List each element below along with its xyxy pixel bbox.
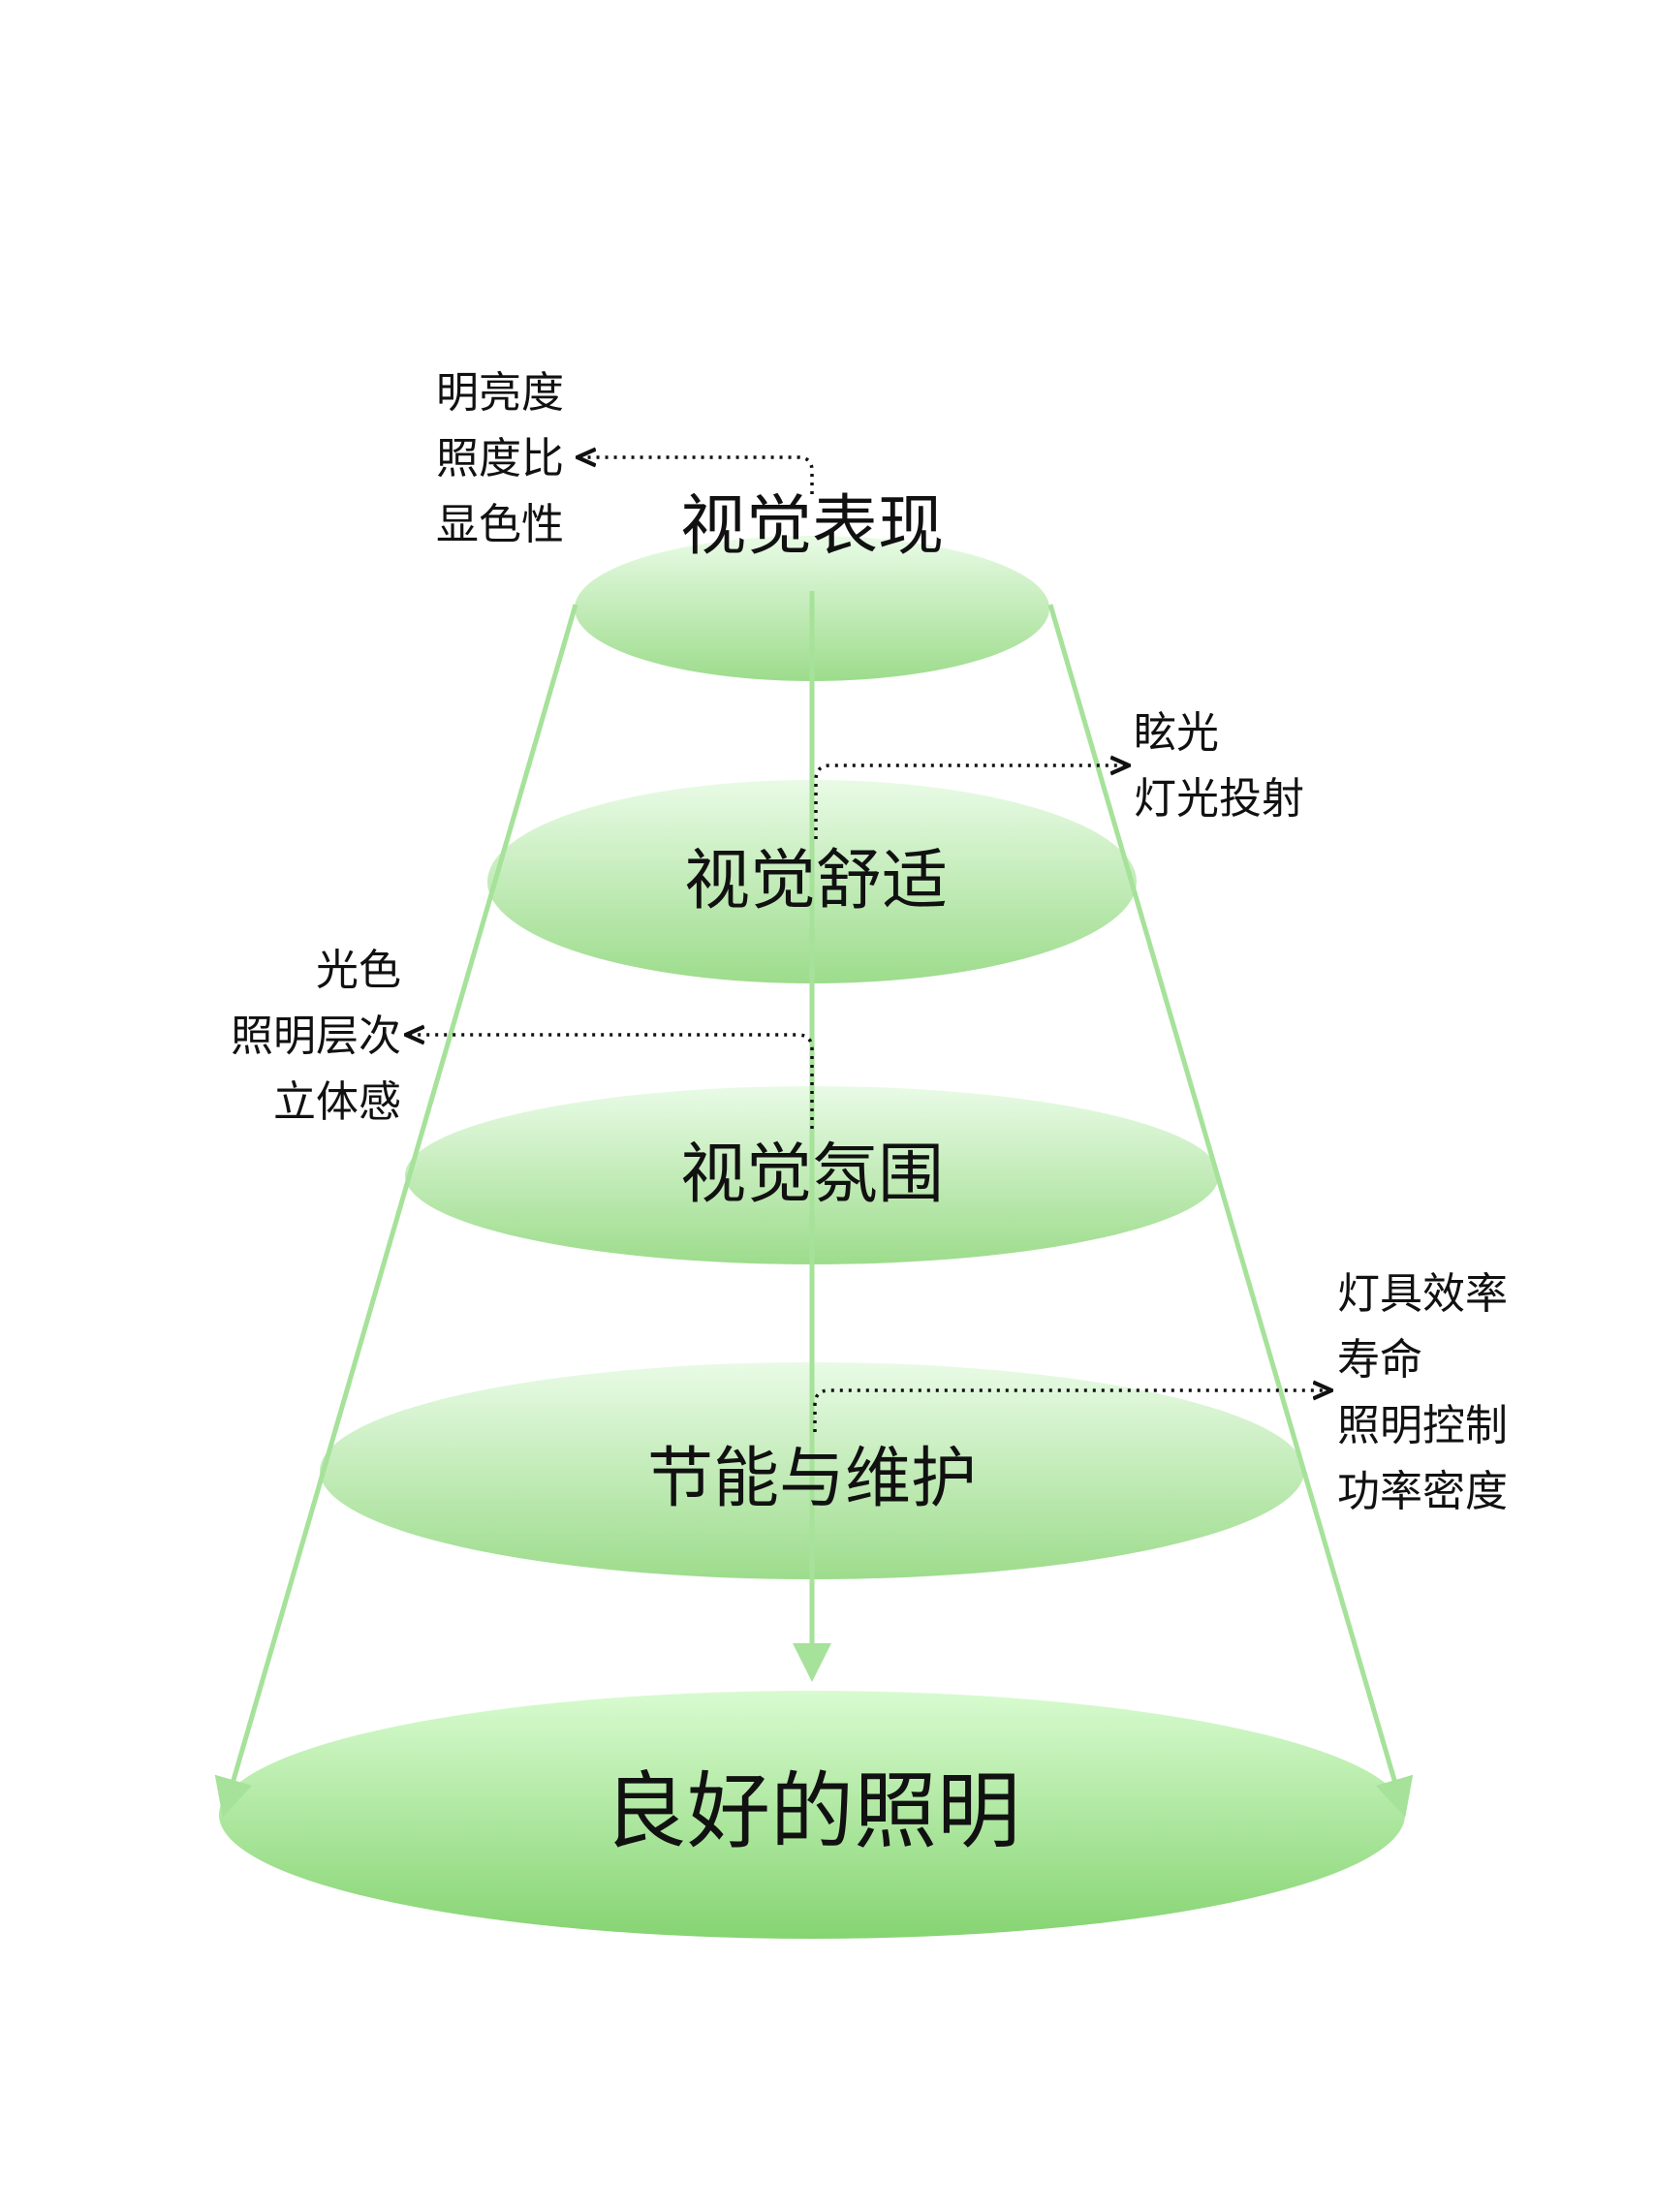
note-item: 光色 bbox=[316, 946, 401, 995]
tier-label-visual-comfort: 视觉舒适 bbox=[683, 843, 949, 919]
note-item: 灯具效率 bbox=[1337, 1269, 1508, 1319]
note-item: 照明层次 bbox=[231, 1012, 401, 1061]
note-item: 功率密度 bbox=[1337, 1467, 1508, 1516]
tier-ellipse-good-lighting bbox=[219, 1691, 1405, 1939]
note-item: 明亮度 bbox=[436, 368, 564, 418]
note-item: 眩光 bbox=[1134, 708, 1219, 758]
connector-visual-atmosphere bbox=[408, 1035, 814, 1129]
connector-visual-performance bbox=[579, 457, 814, 494]
note-item: 立体感 bbox=[273, 1077, 401, 1127]
tier-label-energy-maintenance: 节能与维护 bbox=[646, 1441, 978, 1517]
note-visual-comfort: 眩光 灯光投射 bbox=[1134, 701, 1304, 832]
connector-visual-comfort bbox=[814, 765, 1127, 839]
note-visual-performance: 明亮度 照度比 显色性 bbox=[436, 360, 564, 558]
note-item: 照明控制 bbox=[1337, 1401, 1508, 1450]
connector-energy-maintenance bbox=[813, 1390, 1329, 1432]
note-item: 灯光投射 bbox=[1134, 774, 1304, 824]
pyramid-right-edge bbox=[1047, 604, 1414, 1818]
note-energy-maintenance: 灯具效率 寿命 照明控制 功率密度 bbox=[1337, 1262, 1508, 1525]
tier-label-good-lighting: 良好的照明 bbox=[604, 1763, 1020, 1860]
note-item: 寿命 bbox=[1337, 1335, 1422, 1385]
note-item: 照度比 bbox=[436, 434, 564, 483]
tier-label-visual-atmosphere: 视觉氛围 bbox=[679, 1137, 945, 1213]
note-visual-atmosphere: 光色 照明层次 立体感 bbox=[231, 938, 401, 1136]
pyramid-left-edge bbox=[214, 604, 578, 1818]
tier-label-visual-performance: 视觉表现 bbox=[679, 488, 945, 565]
note-item: 显色性 bbox=[436, 500, 564, 549]
